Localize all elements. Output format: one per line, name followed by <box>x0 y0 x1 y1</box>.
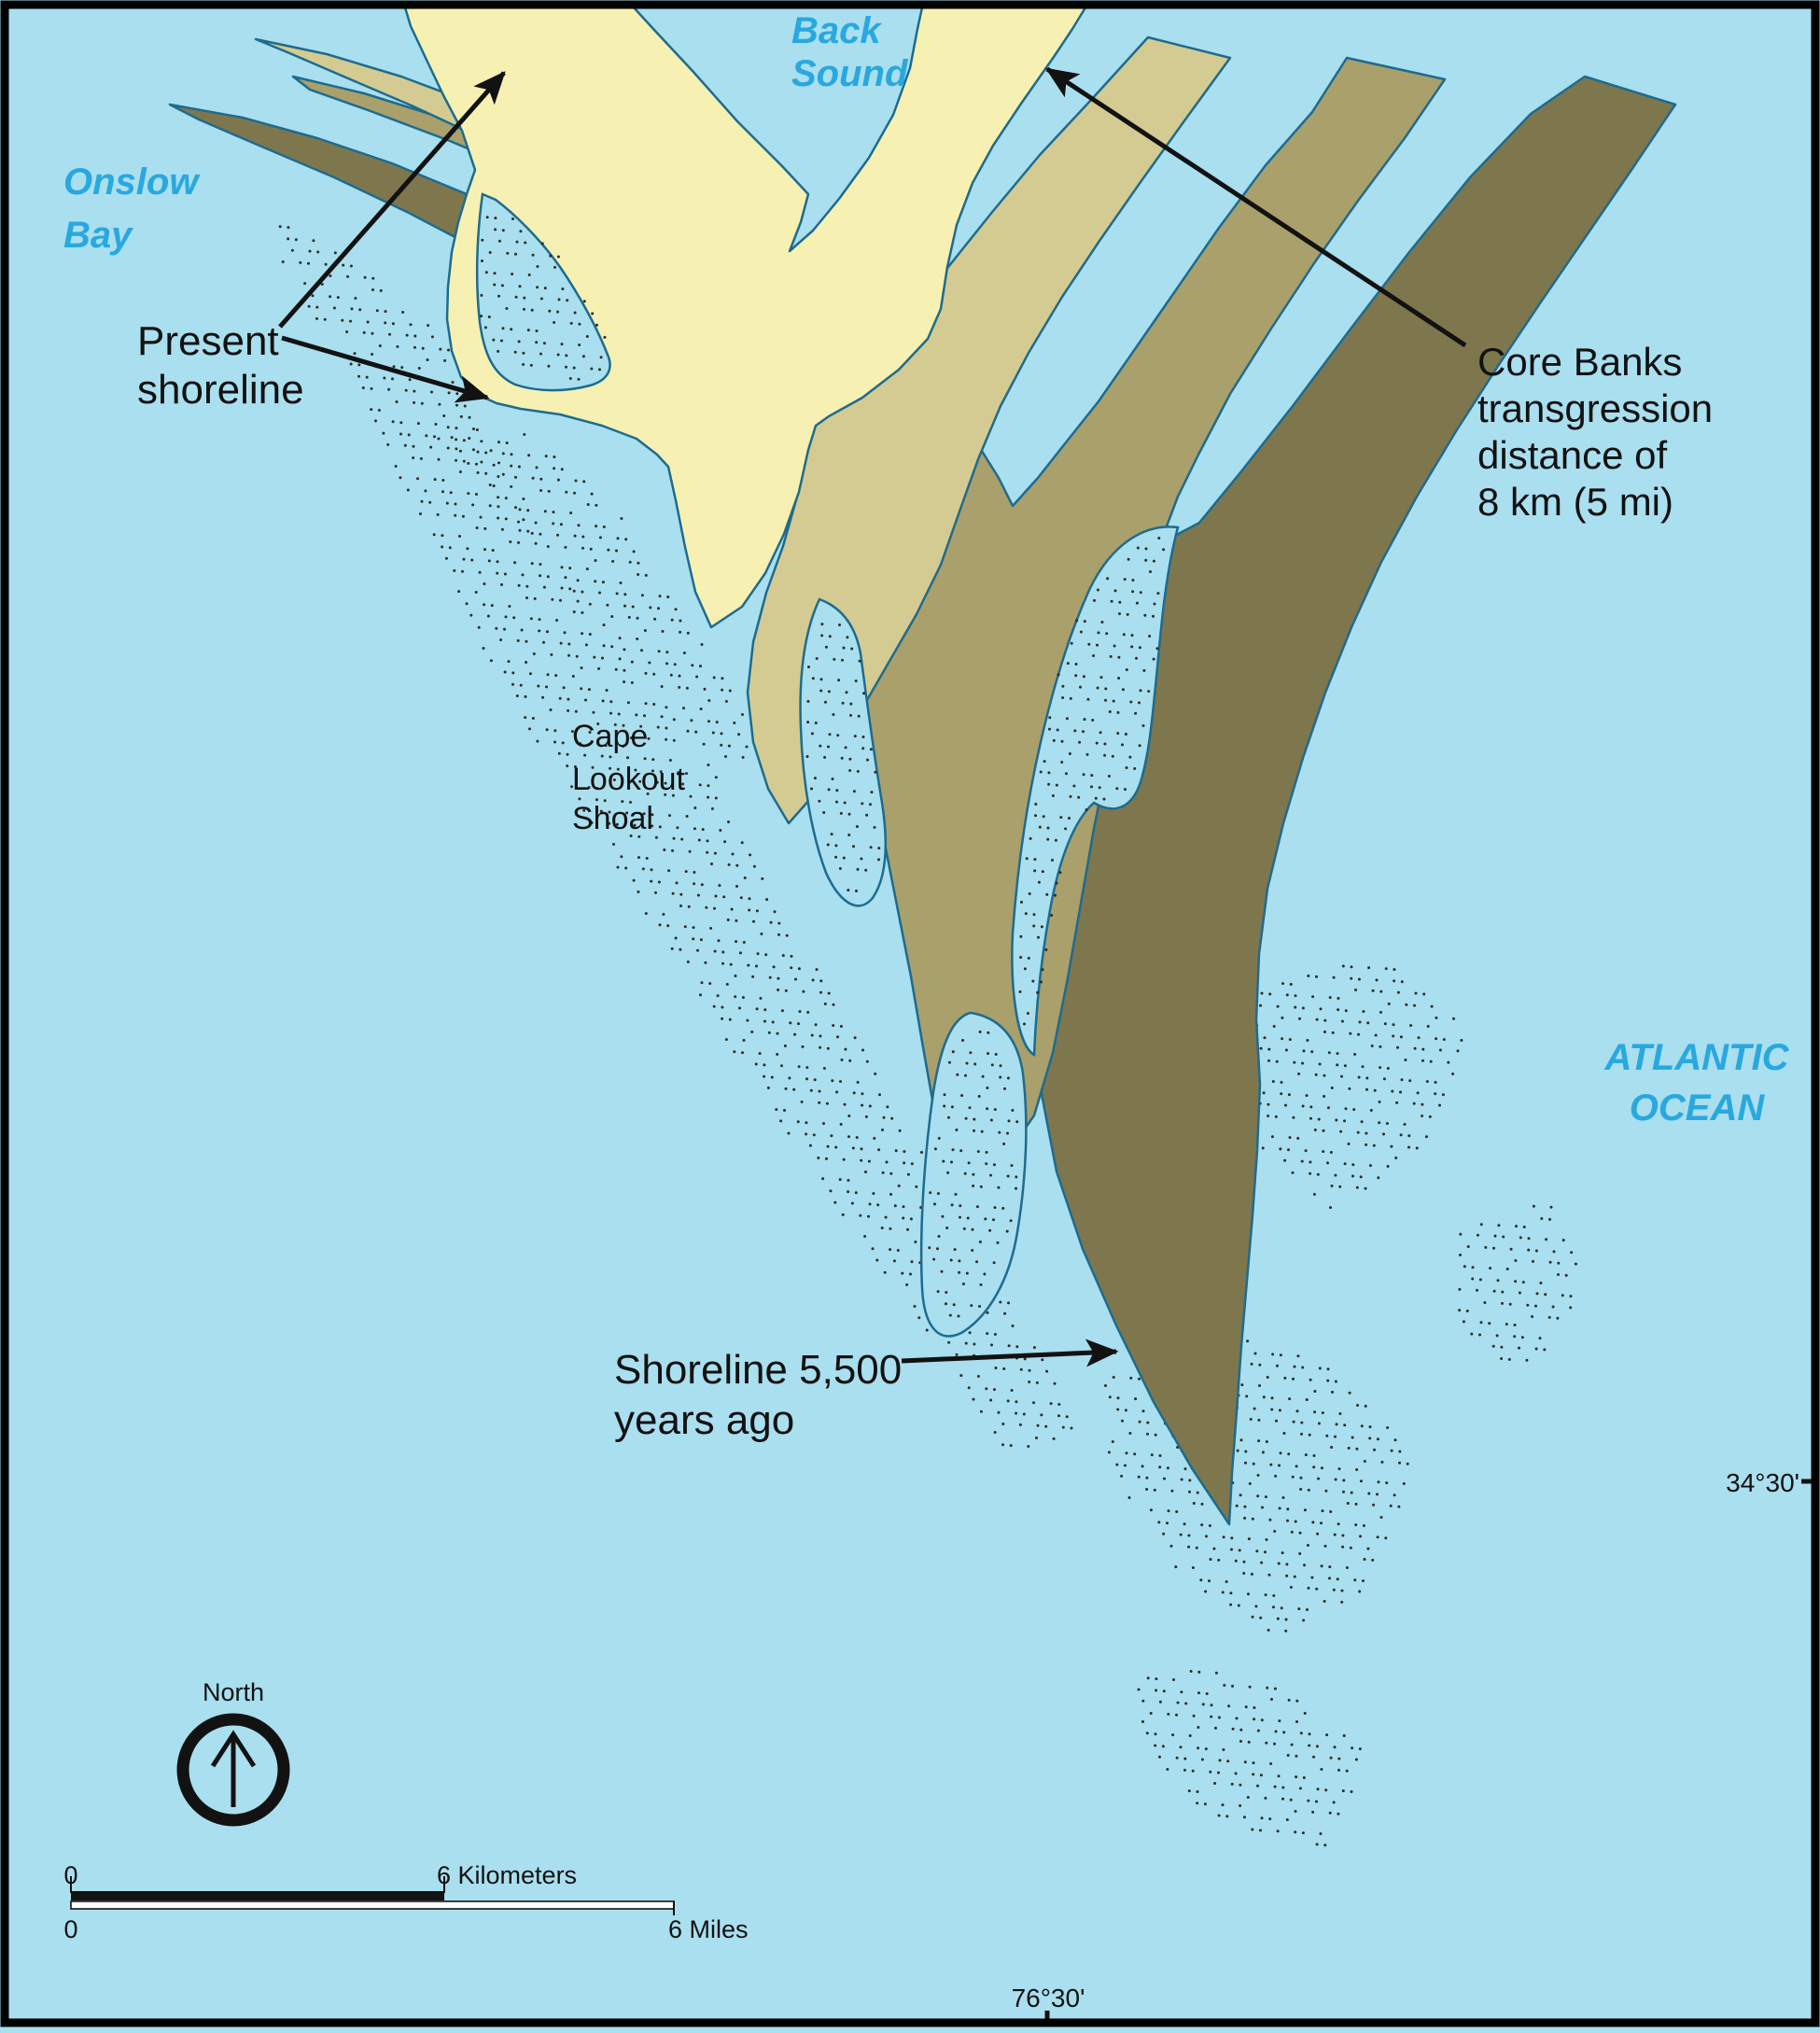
shoreline-5500-arrow <box>901 1339 1119 1367</box>
cape-lookout-shoal-label-line2: Lookout <box>572 762 686 797</box>
annotations: Present shoreline Core Banks transgressi… <box>137 318 1713 1443</box>
hook-bay-water <box>475 192 611 392</box>
north-compass: North <box>176 1678 290 1827</box>
onslow-bay-label-line2: Bay <box>63 215 133 256</box>
north-arrow-head <box>210 1730 257 1768</box>
cape-lookout-shoal-label-line3: Shoal <box>572 801 653 836</box>
scale-km-zero: 0 <box>63 1861 77 1889</box>
annotation-arrows <box>278 66 1467 1367</box>
present-shoreline-label-line1: Present <box>137 318 279 364</box>
scale-km-label: 6 Kilometers <box>437 1861 577 1889</box>
core-banks-arrow <box>1044 66 1467 348</box>
north-label: North <box>203 1678 264 1706</box>
scale-bar-kilometers <box>71 1891 444 1900</box>
scale-bar: 0 6 Kilometers 0 6 Miles <box>63 1861 748 1943</box>
shoal-gap-water-1 <box>799 597 888 907</box>
shoreline-5500-label-line1: Shoreline 5,500 <box>614 1347 902 1393</box>
back-sound-label-line2: Sound <box>791 53 909 94</box>
present-shoreline-arrow-upper <box>278 71 506 329</box>
stipple-dots-under <box>278 225 1577 1847</box>
shoreline-5500-label-line2: years ago <box>614 1397 794 1443</box>
scale-mi-label: 6 Miles <box>668 1915 749 1943</box>
present-shoreline-label-line2: shoreline <box>137 367 304 413</box>
cape-lookout-shoal-label-line1: Cape <box>572 719 648 754</box>
stipple-dots-over <box>480 216 1166 1318</box>
core-banks-label-line4: 8 km (5 mi) <box>1477 480 1673 524</box>
present-shoreline-land <box>403 6 1087 629</box>
atlantic-ocean-label-line2: OCEAN <box>1630 1087 1766 1129</box>
present-shoreline-arrow-lower <box>281 335 490 403</box>
onslow-bay-label-line1: Onslow <box>63 161 201 203</box>
back-sound-label-line1: Back <box>791 10 882 51</box>
water-labels: Onslow Bay Back Sound ATLANTIC OCEAN <box>63 10 1790 1129</box>
core-banks-label-line2: transgression <box>1477 386 1713 430</box>
coordinate-ticks: 34°30' 76°30' <box>1012 1468 1819 2026</box>
core-banks-label-line1: Core Banks <box>1477 340 1682 384</box>
core-banks-label-line3: distance of <box>1477 433 1667 477</box>
atlantic-ocean-label-line1: ATLANTIC <box>1604 1037 1790 1078</box>
compass-circle <box>176 1713 290 1827</box>
longitude-label: 76°30' <box>1012 1984 1085 2012</box>
latitude-label: 34°30' <box>1726 1468 1799 1497</box>
scale-mi-zero: 0 <box>63 1915 77 1943</box>
scale-bar-miles <box>70 1900 675 1910</box>
